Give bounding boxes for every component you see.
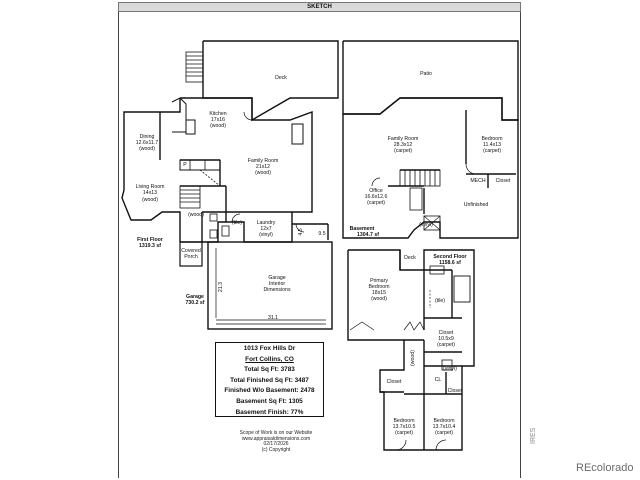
second-floor-area: 1158.6 sf: [439, 260, 461, 266]
garage-area: 730.2 sf: [185, 300, 204, 306]
basement-bedroom-floor: (carpet): [483, 148, 501, 154]
hall-floor: (wood): [188, 212, 204, 218]
office-name: Office: [369, 188, 383, 194]
family-room-dims: 21x12: [256, 164, 270, 170]
second-floor-vinyl: (vinyl): [443, 366, 457, 372]
cl-label: CL: [435, 377, 442, 383]
basement-family-name: Family Room: [388, 136, 419, 142]
recolorado-watermark: REcolorado: [576, 462, 634, 474]
scope-date: 02/17/2026: [263, 441, 289, 448]
walls: [121, 40, 519, 451]
covered-porch-label: Covered: [181, 248, 201, 254]
family-room-name: Family Room: [248, 158, 279, 164]
scope-line-1: Scope of Work is on our Website: [239, 430, 313, 436]
office-floor: (carpet): [367, 200, 385, 206]
basement-outline: [342, 97, 519, 239]
primary-bedroom-dims: 18x15: [372, 290, 386, 296]
basement-vinyl: (vinyl): [419, 222, 433, 228]
laundry-name: Laundry: [257, 220, 276, 226]
first-floor-deck-label: Deck: [275, 75, 287, 81]
summary-box: 1013 Fox Hills Dr Fort Collins, CO Total…: [215, 342, 324, 417]
garage-width: 31.1: [268, 315, 278, 321]
big-closet-dims: 10.5x9: [438, 336, 454, 342]
finished-without-basement: Finished W/o Basement: 2478: [224, 387, 315, 395]
dining-name: Dining: [140, 134, 155, 140]
city-line: Fort Collins, CO: [245, 355, 294, 363]
basement-closet-label: Closet: [496, 178, 511, 184]
basement-family-floor: (carpet): [394, 148, 412, 154]
total-sqft: Total Sq Ft: 3783: [244, 366, 295, 374]
basement-bedroom-dims: 11.4x13: [483, 142, 501, 148]
first-floor-label: First Floor: [137, 237, 163, 243]
total-finished-sqft: Total Finished Sq Ft: 3487: [230, 376, 309, 384]
covered-porch-label-2: Porch: [184, 254, 198, 260]
scope-of-work: Scope of Work is on our Website www.appr…: [226, 430, 326, 453]
pantry-label: P: [183, 162, 187, 168]
second-floor-outline: [347, 249, 475, 451]
hall-wood: (wood): [410, 350, 416, 366]
first-floor-area: 1319.3 sf: [139, 243, 161, 249]
garage-dims-label: Dimensions: [263, 287, 291, 293]
primary-bedroom-name-2: Bedroom: [368, 284, 389, 290]
scope-line-2: www.appraisaldimensions.com: [241, 435, 311, 442]
kitchen-floor: (wood): [210, 123, 226, 129]
laundry-floor: (vinyl): [259, 232, 273, 238]
office-dims: 16.6x12.6: [365, 194, 388, 200]
basement-label: Basement: [350, 226, 375, 232]
bedroom-b-dims: 13.7x10.4: [433, 424, 456, 430]
ires-watermark: IRES: [530, 427, 537, 444]
dining-dims: 12.6x11.7: [136, 140, 159, 146]
bedroom-b-floor: (carpet): [435, 430, 453, 436]
address-line: 1013 Fox Hills Dr: [243, 345, 296, 352]
garage-label: Garage: [186, 294, 204, 300]
second-floor-closet-left: Closet: [387, 379, 402, 385]
mech-label: MECH: [470, 178, 486, 184]
garage-interior: Interior: [269, 281, 285, 287]
laundry-dims: 12x7: [260, 226, 271, 232]
bedroom-a-name: Bedroom: [393, 418, 414, 424]
bedroom-a-floor: (carpet): [395, 430, 413, 436]
first-floor-west-outline: [121, 98, 181, 242]
primary-bedroom-floor: (wood): [371, 296, 387, 302]
big-closet-name: Closet: [439, 330, 454, 336]
basement-finish: Basement Finish: 77%: [235, 408, 304, 416]
second-floor-label: Second Floor: [433, 254, 466, 260]
garage-depth: 21.3: [218, 282, 224, 292]
basement-area: 1304.7 sf: [357, 232, 379, 238]
second-floor-tile: (tile): [435, 298, 445, 304]
first-floor-tile: (tile): [232, 220, 242, 226]
family-room-floor: (wood): [255, 170, 271, 176]
kitchen-name: Kitchen: [209, 111, 226, 117]
bedroom-b-name: Bedroom: [433, 418, 454, 424]
sketch-header: SKETCH: [118, 2, 521, 12]
dining-floor: (wood): [139, 146, 155, 152]
patio-outline: [342, 40, 519, 121]
first-floor-deck-outline: [202, 40, 339, 122]
patio-label: Patio: [420, 71, 432, 77]
scope-copyright: (c) Copyright: [261, 446, 291, 453]
basement-family-dims: 28.3x12: [394, 142, 413, 148]
sketch-sheet: [118, 12, 521, 478]
garage-outline: [207, 241, 333, 330]
bedroom-a-dims: 13.7x10.5: [393, 424, 416, 430]
living-room-name: Living Room: [136, 184, 165, 190]
deck-stairs: [185, 51, 204, 83]
living-room-floor: (wood): [142, 197, 158, 203]
dim-9-5: 9.5: [318, 231, 325, 237]
second-floor-closet-right: Closet: [448, 388, 463, 394]
dim-4-5: 4.5: [298, 228, 304, 235]
living-room-dims: 14x13: [143, 190, 157, 196]
garage-name: Garage: [268, 275, 285, 281]
big-closet-floor: (carpet): [437, 342, 455, 348]
primary-bedroom-name: Primary: [370, 278, 388, 284]
unfinished-label: Unfinished: [464, 202, 489, 208]
basement-sqft: Basement Sq Ft: 1305: [236, 397, 303, 405]
kitchen-dims: 17x16: [211, 117, 225, 123]
basement-bedroom-name: Bedroom: [481, 136, 502, 142]
second-floor-deck-label: Deck: [404, 255, 416, 261]
